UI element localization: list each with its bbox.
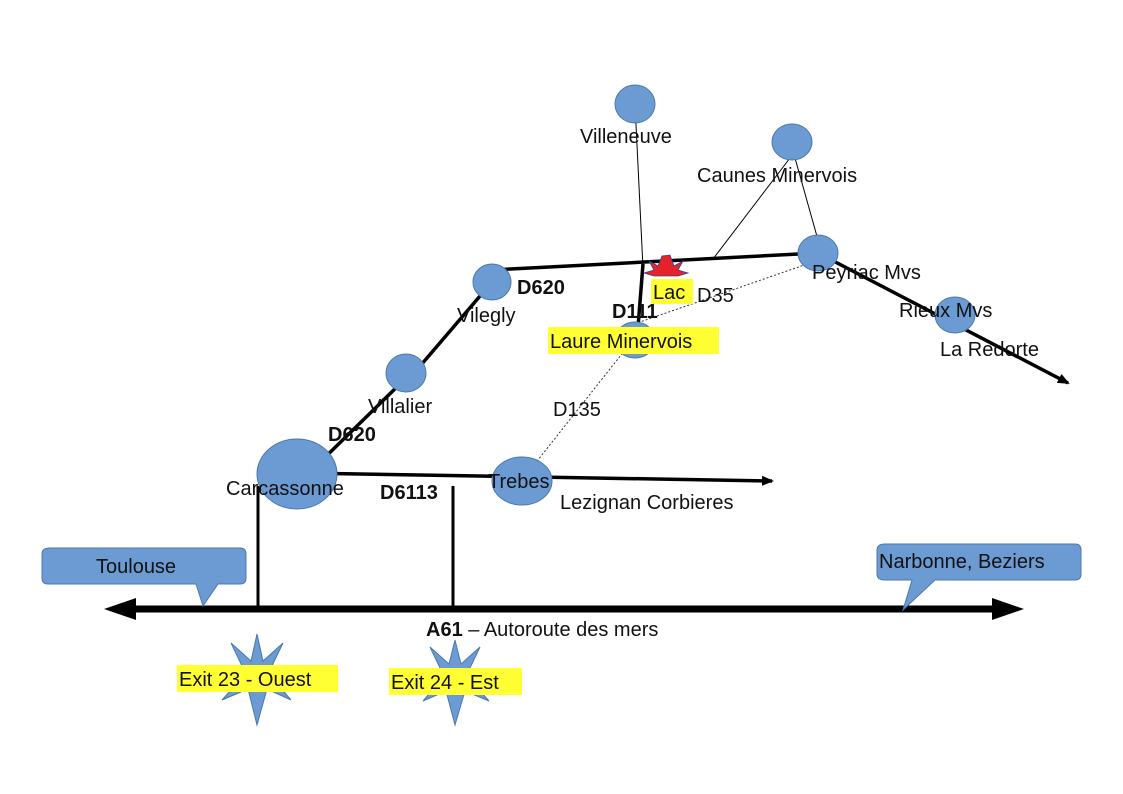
highlight-laure <box>548 327 719 354</box>
label-d35: D35 <box>697 285 734 307</box>
road-d620-main <box>491 251 819 272</box>
label-rieux: Rieux Mvs <box>899 300 992 322</box>
label-vilegly: Vilegly <box>457 305 516 327</box>
node-peyriac <box>797 234 839 272</box>
label-d135: D135 <box>553 399 601 421</box>
road-d620-vilegly-villalier <box>413 280 494 374</box>
callout-narbonne <box>876 543 1082 612</box>
label-laure: Laure Minervois <box>550 331 692 353</box>
label-narbonne: Narbonne, Beziers <box>879 551 1045 573</box>
label-d6113: D6113 <box>380 482 438 504</box>
highlight-lac <box>651 279 693 304</box>
label-villalier: Villalier <box>368 396 432 418</box>
label-lac: Lac <box>653 282 685 304</box>
node-villalier <box>385 353 427 393</box>
label-lezignan: Lezignan Corbieres <box>560 492 733 514</box>
road-villeneuve <box>634 103 644 269</box>
label-carcassonne: Carcassonne <box>226 478 344 500</box>
highlight-exit23 <box>177 665 338 692</box>
node-villeneuve <box>614 84 656 124</box>
node-vilegly <box>472 263 512 301</box>
road-d35 <box>639 262 811 323</box>
label-la-redorte: La Redorte <box>940 339 1039 361</box>
motorway-description: – Autoroute des mers <box>463 619 659 641</box>
label-d111: D111 <box>612 301 658 323</box>
road-d135 <box>529 349 626 471</box>
motorway-arrow-west <box>104 598 136 620</box>
label-peyriac: Peyriac Mvs <box>812 262 921 284</box>
road-caunes-west <box>712 157 791 260</box>
node-rieux <box>934 296 976 334</box>
callout-toulouse <box>41 547 247 608</box>
node-trebes <box>491 456 553 506</box>
label-a61: A61 – Autoroute des mers <box>426 619 658 641</box>
label-d620-north: D620 <box>517 277 565 299</box>
label-toulouse: Toulouse <box>96 556 176 578</box>
motorway-name: A61 <box>426 619 463 641</box>
label-caunes: Caunes Minervois <box>697 165 857 187</box>
label-exit24: Exit 24 - Est <box>391 672 499 694</box>
label-exit23: Exit 23 - Ouest <box>179 669 312 691</box>
node-carcassonne <box>256 438 338 510</box>
label-d620-south: D620 <box>328 424 376 446</box>
node-caunes <box>771 123 813 161</box>
label-villeneuve: Villeneuve <box>580 126 672 148</box>
road-caunes-east <box>794 157 819 241</box>
highlight-exit24 <box>389 668 522 695</box>
label-trebes: Trebes <box>488 471 550 493</box>
motorway-arrow-east <box>992 598 1024 620</box>
lake-burst-icon <box>642 254 690 277</box>
